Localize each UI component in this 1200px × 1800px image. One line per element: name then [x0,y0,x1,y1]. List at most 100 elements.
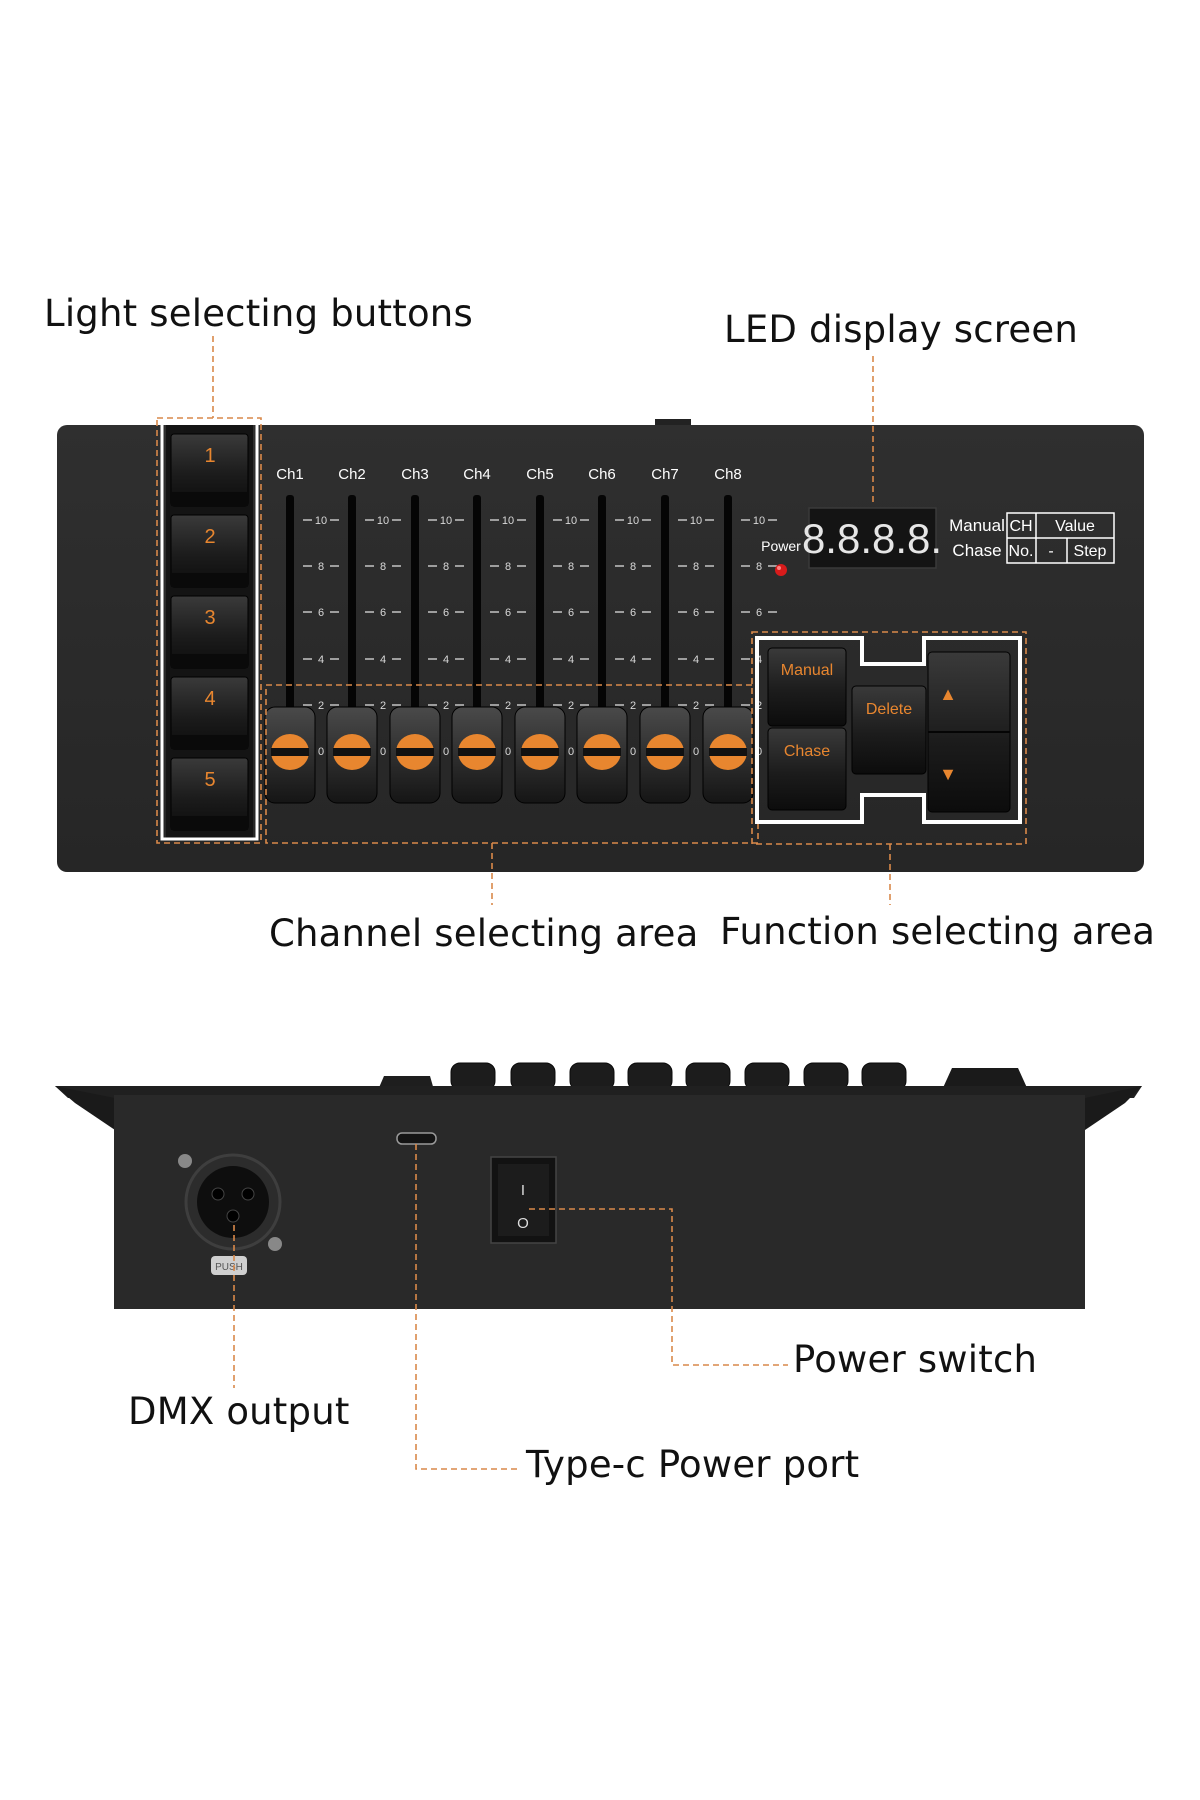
updown-key [927,651,1011,813]
scale-number: 0 [693,746,699,758]
scale-number: 10 [690,515,702,527]
fader-knob-8[interactable] [702,706,754,804]
scene-button-4[interactable]: 4 [170,676,249,750]
function-keys-highlight [755,636,1022,824]
channel-label-3: Ch3 [401,466,429,483]
mode-table-no: No. [1009,543,1034,560]
scale-number: 4 [318,654,324,666]
scale-number: 2 [568,700,574,712]
scale-number: 8 [380,561,386,573]
manual-button[interactable] [767,647,847,727]
light-buttons-highlight [160,419,259,841]
power-switch[interactable] [490,1156,557,1244]
scale-number: 0 [380,746,386,758]
scene-button-label: 3 [204,607,215,629]
led-digits: 8.8.8.8. [802,515,942,562]
scale-number: 10 [440,515,452,527]
scene-button-column [166,425,253,840]
xlr-push-text: PUSH [215,1262,243,1273]
scale-number: 4 [505,654,511,666]
scale-number: 4 [756,654,762,666]
fader-knob-3[interactable] [389,706,441,804]
mode-table: Manual Chase CH Value No. - Step [949,512,1115,564]
scene-button-5[interactable]: 5 [170,757,249,831]
delete-button[interactable] [851,685,927,775]
scale-number: 10 [377,515,389,527]
scale-number: 8 [505,561,511,573]
fader-knobs [264,706,754,804]
side-knob-7 [803,1062,849,1091]
led-display [808,507,937,569]
scene-button-1[interactable]: 1 [170,433,249,507]
fader-slot-8 [724,495,732,745]
switch-on-mark: I [521,1182,525,1199]
mode-table-ch: CH [1009,518,1032,535]
scale-number: 10 [753,515,765,527]
scale-number: 4 [380,654,386,666]
scale-number: 6 [443,607,449,619]
side-knobs [450,1062,907,1091]
mode-table-chase: Chase [952,541,1001,560]
top-tab [655,419,691,427]
scale-number: 0 [443,746,449,758]
up-button[interactable] [928,652,1010,732]
scene-button-3[interactable]: 3 [170,595,249,669]
screw-top [178,1154,192,1168]
fader-knob-6[interactable] [576,706,628,804]
mode-table-grid [1006,512,1115,564]
fader-knob-1[interactable] [264,706,316,804]
scale-number: 2 [693,700,699,712]
scale-number: 0 [568,746,574,758]
fader-knob-5[interactable] [514,706,566,804]
power-led-glint [777,566,781,570]
scene-button-2[interactable]: 2 [170,514,249,588]
scale-number: 4 [630,654,636,666]
scale-number: 8 [443,561,449,573]
scale-number: 0 [630,746,636,758]
scale-number: 4 [568,654,574,666]
scale-number: 6 [693,607,699,619]
power-switch-rocker [498,1164,549,1236]
channel-label-7: Ch7 [651,466,679,483]
type-c-port[interactable] [396,1132,437,1145]
scale-number: 8 [568,561,574,573]
fader-knob-4[interactable] [451,706,503,804]
fader-slot-5 [536,495,544,745]
side-knob-4 [627,1062,673,1091]
scale-number: 2 [318,700,324,712]
scale-number: 6 [568,607,574,619]
up-arrow-icon: ▲ [939,684,957,704]
scale-number: 0 [756,746,762,758]
scale-number: 6 [630,607,636,619]
right-flange [1085,1086,1142,1130]
scale-number: 6 [380,607,386,619]
scale-number: 2 [380,700,386,712]
fader-knob-7[interactable] [639,706,691,804]
scale-number: 6 [318,607,324,619]
scale-number: 6 [756,607,762,619]
xlr-push-tab[interactable] [211,1256,247,1275]
fader-knob-2[interactable] [326,706,378,804]
scene-buttons: 1 2 3 4 5 [170,433,249,831]
scale-number: 10 [315,515,327,527]
dmx-xlr-connector[interactable] [184,1153,282,1251]
leader-type-c [415,1144,521,1470]
scene-button-label: 2 [204,526,215,548]
down-button[interactable] [928,732,1010,812]
fader-scales: 1086420108642010864201086420108642010864… [303,515,777,758]
chase-button[interactable] [767,727,847,811]
scale-number: 2 [443,700,449,712]
delete-button-label: Delete [866,701,912,718]
fader-slot-7 [661,495,669,745]
xlr-socket [197,1166,269,1238]
scene-button-label: 4 [204,688,215,710]
mode-table-manual: Manual [949,516,1005,535]
scene-button-label: 5 [204,769,215,791]
side-knob-1 [450,1062,496,1091]
channel-label-1: Ch1 [276,466,304,483]
side-top-plate [55,1086,1142,1098]
side-knob-2 [510,1062,556,1091]
side-knob-5 [685,1062,731,1091]
callout-function-selecting-area: Function selecting area [720,910,1156,953]
